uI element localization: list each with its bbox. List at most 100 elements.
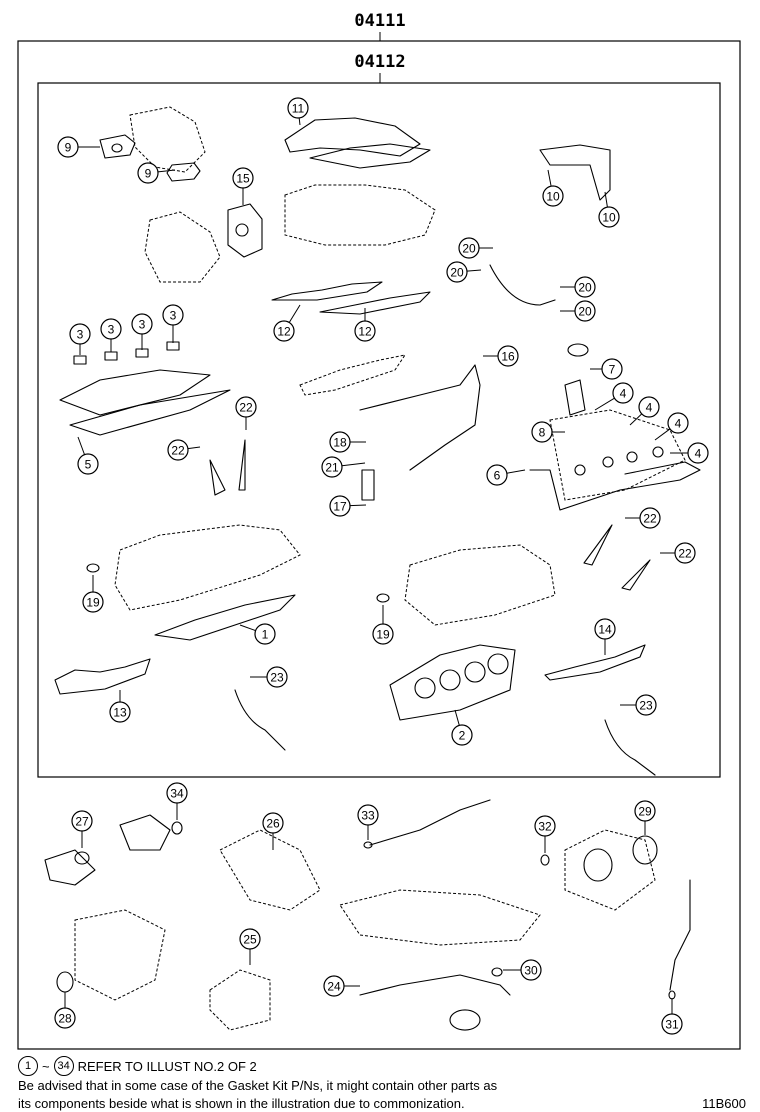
callout-leader bbox=[157, 169, 176, 173]
callout-circle bbox=[520, 959, 542, 981]
ref-tilde: ~ bbox=[42, 1058, 50, 1074]
callout-circle bbox=[137, 162, 159, 184]
callout-circle bbox=[357, 804, 379, 826]
callout-label: 20 bbox=[578, 305, 592, 319]
callout-3: 3 bbox=[100, 318, 122, 352]
callout-19: 19 bbox=[372, 605, 394, 645]
callout-circle bbox=[674, 542, 696, 564]
callout-label: 17 bbox=[333, 500, 347, 514]
callout-8: 8 bbox=[531, 421, 565, 443]
callout-circle bbox=[254, 623, 276, 645]
part-drawings bbox=[44, 106, 701, 1031]
callout-19: 19 bbox=[82, 575, 104, 613]
callout-circle bbox=[329, 431, 351, 453]
callout-circle bbox=[594, 618, 616, 640]
callout-label: 12 bbox=[277, 325, 291, 339]
callout-circle bbox=[77, 453, 99, 475]
callout-circle bbox=[446, 261, 468, 283]
callout-label: 16 bbox=[501, 350, 515, 364]
ref-end-circle: 34 bbox=[53, 1056, 74, 1076]
callout-label: 10 bbox=[602, 211, 616, 225]
callout-label: 29 bbox=[638, 805, 652, 819]
callout-29: 29 bbox=[634, 800, 656, 835]
callout-label: 4 bbox=[620, 387, 627, 401]
callout-label: 8 bbox=[539, 426, 546, 440]
callout-label: 20 bbox=[450, 266, 464, 280]
callout-circle bbox=[166, 782, 188, 804]
callout-31: 31 bbox=[661, 998, 683, 1035]
callout-leader bbox=[349, 504, 367, 507]
ref-start-circle: 1 bbox=[18, 1056, 38, 1076]
callout-circle bbox=[235, 396, 257, 418]
callout-label: 3 bbox=[139, 318, 146, 332]
callout-circle bbox=[323, 975, 345, 997]
callout-14: 14 bbox=[594, 618, 616, 655]
callout-circle bbox=[531, 421, 553, 443]
callout-label: 3 bbox=[77, 328, 84, 342]
callout-leader bbox=[288, 304, 301, 323]
callout-label: 27 bbox=[75, 815, 89, 829]
callout-label: 4 bbox=[646, 401, 653, 415]
callout-22: 22 bbox=[235, 396, 257, 430]
callout-label: 24 bbox=[327, 980, 341, 994]
callout-20: 20 bbox=[446, 261, 482, 283]
callout-3: 3 bbox=[162, 304, 184, 343]
callout-label: 23 bbox=[639, 699, 653, 713]
callout-leader bbox=[506, 469, 526, 474]
callout-circle bbox=[82, 591, 104, 613]
callout-label: 4 bbox=[675, 417, 682, 431]
callout-label: 22 bbox=[678, 547, 692, 561]
callout-circle bbox=[574, 300, 596, 322]
callout-label: 5 bbox=[85, 458, 92, 472]
callout-13: 13 bbox=[109, 690, 131, 723]
callout-6: 6 bbox=[486, 464, 526, 486]
callout-circle bbox=[232, 167, 254, 189]
callout-label: 34 bbox=[170, 787, 184, 801]
callout-23: 23 bbox=[620, 694, 657, 716]
callout-circle bbox=[239, 928, 261, 950]
callout-33: 33 bbox=[357, 804, 379, 840]
callout-leader bbox=[629, 413, 643, 426]
callout-circle bbox=[54, 1007, 76, 1029]
callout-26: 26 bbox=[262, 812, 284, 850]
callout-circle bbox=[458, 237, 480, 259]
callout-circle bbox=[534, 815, 556, 837]
callout-label: 26 bbox=[266, 817, 280, 831]
callout-4: 4 bbox=[594, 382, 634, 411]
callout-22: 22 bbox=[660, 542, 696, 564]
callout-20: 20 bbox=[560, 276, 596, 298]
callout-circle bbox=[601, 358, 623, 380]
callout-22: 22 bbox=[167, 439, 201, 461]
callout-circle bbox=[109, 701, 131, 723]
callout-11: 11 bbox=[287, 97, 309, 126]
callout-label: 32 bbox=[538, 820, 552, 834]
callout-circle bbox=[262, 812, 284, 834]
callout-circle bbox=[542, 185, 564, 207]
callout-circle bbox=[354, 320, 376, 342]
callout-4: 4 bbox=[670, 442, 709, 464]
callout-label: 31 bbox=[665, 1018, 679, 1032]
callout-label: 10 bbox=[546, 190, 560, 204]
callout-circle bbox=[321, 456, 343, 478]
callout-circle bbox=[639, 507, 661, 529]
callout-circle bbox=[661, 1013, 683, 1035]
callout-leader bbox=[298, 117, 301, 126]
callout-leader bbox=[466, 269, 482, 272]
callout-20: 20 bbox=[458, 237, 493, 259]
callout-circle bbox=[451, 724, 473, 746]
callout-17: 17 bbox=[329, 495, 367, 517]
callout-label: 20 bbox=[462, 242, 476, 256]
callout-18: 18 bbox=[329, 431, 366, 453]
callout-label: 1 bbox=[262, 628, 269, 642]
callout-leader bbox=[547, 169, 552, 187]
callout-label: 12 bbox=[358, 325, 372, 339]
callout-circle bbox=[687, 442, 709, 464]
callout-label: 22 bbox=[643, 512, 657, 526]
callout-leader bbox=[239, 624, 256, 632]
callout-3: 3 bbox=[69, 323, 91, 355]
callout-leader bbox=[654, 428, 671, 441]
callout-label: 23 bbox=[270, 671, 284, 685]
callout-label: 22 bbox=[171, 444, 185, 458]
callout-23: 23 bbox=[250, 666, 288, 688]
